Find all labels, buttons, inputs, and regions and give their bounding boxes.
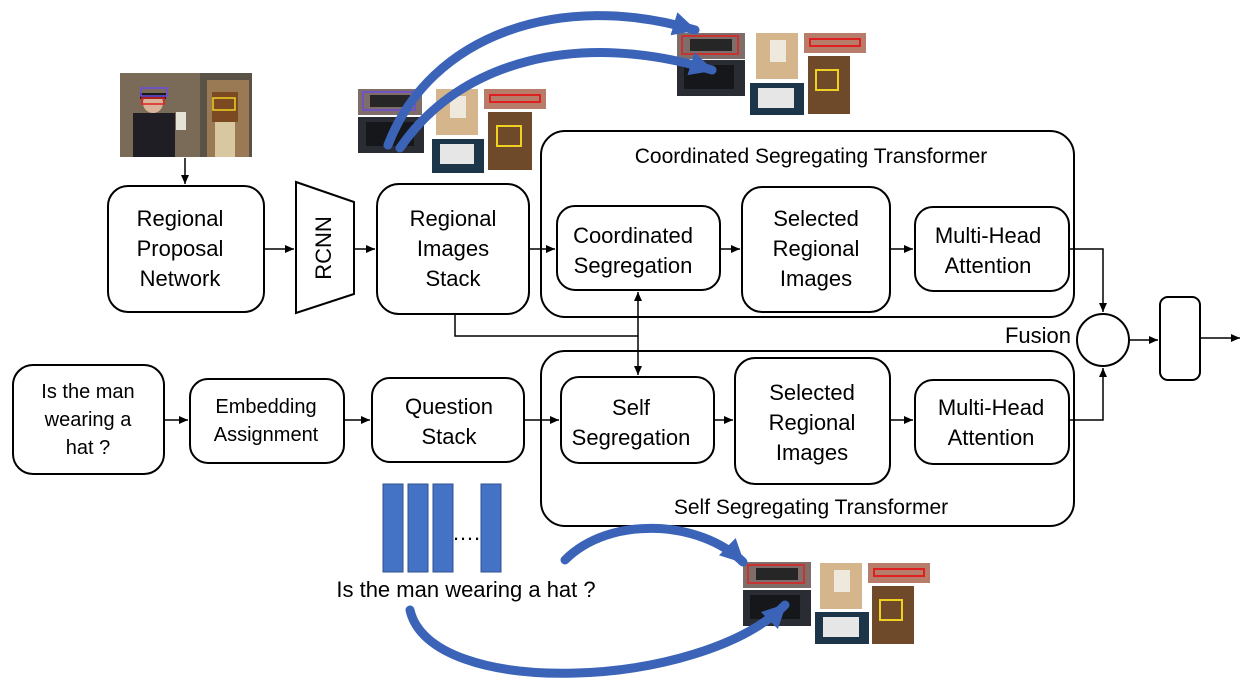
connectors xyxy=(164,158,1240,424)
question-caption: Is the man wearing a hat ? xyxy=(336,577,595,602)
coordinated-segregation-label-2: Segregation xyxy=(574,253,693,278)
coordinated-segregation-box xyxy=(556,205,721,291)
self-segregation-label-1: Self xyxy=(612,395,651,420)
fusion-label: Fusion xyxy=(1005,323,1071,348)
selected-top-label-3: Images xyxy=(780,266,852,291)
selected-bottom-label-3: Images xyxy=(776,440,848,465)
embedding-assignment-box xyxy=(189,378,345,464)
multi-head-attention-top-box xyxy=(914,206,1070,292)
word-embedding-bars xyxy=(382,483,502,573)
regional-stack-label-3: Stack xyxy=(425,266,481,291)
self-transformer-title: Self Segregating Transformer xyxy=(674,496,948,519)
selected-bottom-label-1: Selected xyxy=(769,380,855,405)
ellipsis-label: …. xyxy=(452,520,480,545)
embedding-label-1: Embedding xyxy=(215,396,316,418)
mha-bottom-label-2: Attention xyxy=(948,425,1035,450)
question-stack-box xyxy=(371,377,525,463)
rcnn-block xyxy=(295,180,355,315)
coordinated-transformer-title: Coordinated Segregating Transformer xyxy=(635,145,988,168)
coordinated-segregation-label-1: Coordinated xyxy=(573,223,693,248)
region-thumbnails-stack xyxy=(358,89,546,173)
question-line-3: hat ? xyxy=(66,437,110,459)
fusion-node xyxy=(1076,313,1130,367)
input-photo xyxy=(120,73,252,157)
multi-head-attention-bottom-box xyxy=(914,379,1070,465)
regional-stack-label-1: Regional xyxy=(410,206,497,231)
selected-regional-images-bottom-box xyxy=(734,357,891,485)
self-segregation-label-2: Segregation xyxy=(572,425,691,450)
selection-curve-outer xyxy=(383,11,700,150)
rcnn-label: RCNN xyxy=(311,216,336,280)
rpn-label-1: Regional xyxy=(137,206,224,231)
selection-curve-inner xyxy=(395,48,717,153)
word-attention-curve-bottom xyxy=(405,600,790,678)
rpn-label-2: Proposal xyxy=(137,236,224,261)
rpn-label-3: Network xyxy=(140,266,222,291)
selected-top-label-2: Regional xyxy=(773,236,860,261)
question-line-2: wearing a xyxy=(44,409,133,431)
region-thumbnails-selected-bottom xyxy=(743,562,930,644)
mha-top-label-2: Attention xyxy=(945,253,1032,278)
question-stack-label-1: Question xyxy=(405,394,493,419)
word-attention-curve-top xyxy=(560,523,748,567)
selected-top-label-1: Selected xyxy=(773,206,859,231)
question-line-1: Is the man xyxy=(41,381,134,403)
mha-bottom-label-1: Multi-Head xyxy=(938,395,1044,420)
embedding-label-2: Assignment xyxy=(214,424,319,446)
regional-stack-label-2: Images xyxy=(417,236,489,261)
question-stack-label-2: Stack xyxy=(421,424,477,449)
mha-top-label-1: Multi-Head xyxy=(935,223,1041,248)
self-segregation-box xyxy=(560,376,715,464)
output-block xyxy=(1159,296,1201,381)
region-thumbnails-selected-top xyxy=(677,33,866,115)
selected-bottom-label-2: Regional xyxy=(769,410,856,435)
